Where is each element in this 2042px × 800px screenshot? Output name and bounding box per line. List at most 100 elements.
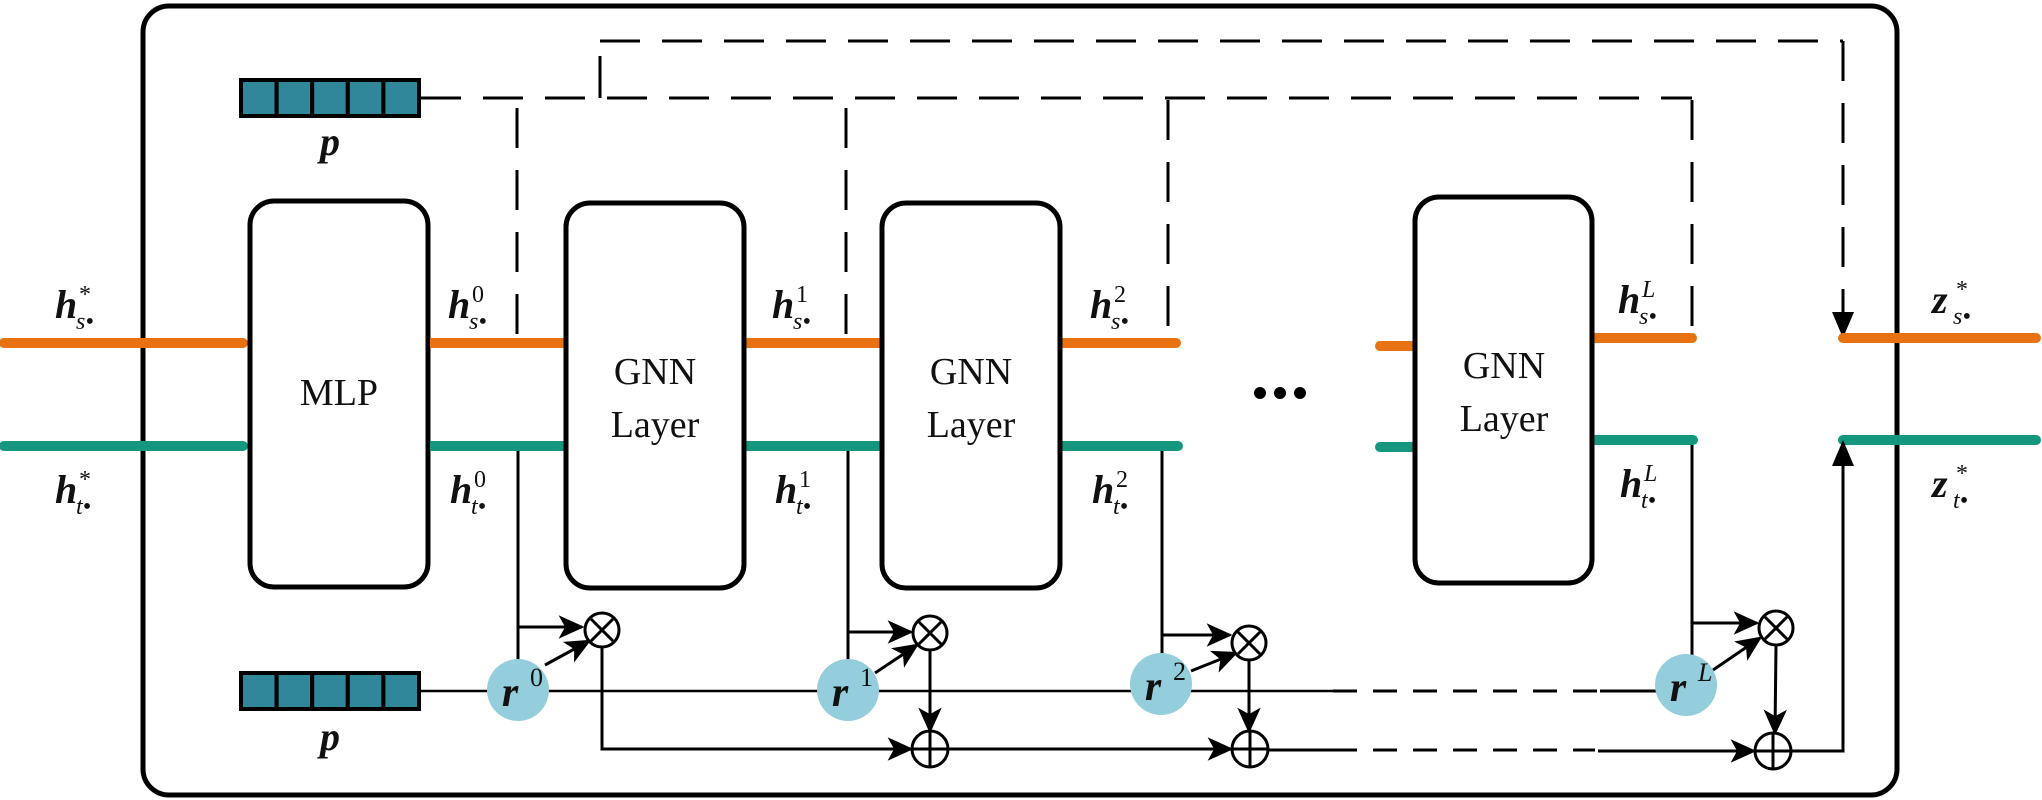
hidden-source-label-1: hs•1 [772, 282, 811, 335]
hidden-target-label-L-superscript: L [1643, 461, 1657, 487]
relation-node-label: r [1145, 664, 1162, 710]
prompt-vector-top-cell [274, 78, 315, 118]
r1-to-mul [874, 643, 920, 675]
multiply-operator-icon: ⊗ [1757, 609, 1795, 647]
hidden-source-label-1-superscript: 1 [796, 282, 808, 308]
relation-node-superscript: L [1697, 658, 1712, 687]
hidden-source-label-2-main: h [1090, 282, 1112, 327]
hidden-source-label-L-superscript: L [1641, 277, 1655, 303]
prompt-label-top: p [317, 119, 340, 164]
input-target-label-main: h [55, 467, 77, 512]
relation-node-circle [487, 659, 549, 721]
hidden-source-label-2-superscript: 2 [1114, 282, 1126, 308]
relation-node-superscript: 0 [530, 663, 543, 692]
add-operator-icon: ⊕ [910, 729, 950, 769]
hidden-source-label-L: hs•L [1618, 277, 1657, 330]
add-operator-icon: ⊕ [1230, 729, 1270, 769]
r2-to-mul [1190, 650, 1239, 673]
output-target-label-main: z [1930, 461, 1948, 506]
r0-to-mul [544, 639, 592, 667]
multiply-operator-icon: ⊗ [911, 614, 949, 652]
hidden-source-label-0: hs•0 [448, 282, 487, 335]
gnn-layer-L-label-line2: Layer [1460, 398, 1549, 440]
hidden-target-label-2-subscript: t• [1113, 494, 1128, 520]
relation-node-circle [1130, 653, 1192, 715]
prompt-vector-top-cell [381, 78, 421, 118]
output-target-label-superscript: * [1956, 461, 1968, 487]
multiply-operator-icon: ⊗ [1230, 624, 1268, 662]
prompt-vector-bottom-cell [239, 671, 279, 711]
hidden-target-label-0-superscript: 0 [474, 467, 486, 493]
output-source-label-main: z [1930, 277, 1948, 322]
hidden-source-label-0-superscript: 0 [472, 282, 484, 308]
relation-node-superscript: 2 [1173, 657, 1186, 686]
mulL-to-addL [1763, 645, 1787, 736]
hidden-source-label-1-subscript: s• [793, 309, 811, 335]
gnn-layer-2-block [879, 200, 1063, 591]
gnn-layer-1-label-line2: Layer [611, 404, 700, 446]
prompt-vector-top [239, 78, 421, 118]
hidden-target-label-L-main: h [1620, 461, 1642, 506]
hidden-source-label-2: hs•2 [1090, 282, 1129, 335]
output-source-label-subscript: s• [1953, 304, 1971, 330]
hidden-target-label-L: ht•L [1620, 461, 1657, 514]
hidden-target-label-1-subscript: t• [796, 494, 811, 520]
arrowhead-to-z-source [1832, 312, 1854, 338]
hidden-source-label-0-subscript: s• [469, 309, 487, 335]
gnn-layer-2-label-line2: Layer [927, 404, 1016, 446]
input-source-label-superscript: * [79, 282, 91, 308]
hidden-source-label-0-main: h [448, 282, 470, 327]
hidden-target-label-0: ht•0 [450, 467, 486, 520]
hidden-source-label-L-main: h [1618, 277, 1640, 322]
rL-to-mul [1712, 636, 1763, 672]
ellipsis-icon [1254, 387, 1306, 399]
mlp-block [247, 198, 431, 590]
hidden-target-label-0-subscript: t• [471, 494, 486, 520]
input-source-label-subscript: s• [76, 309, 94, 335]
input-target-label-superscript: * [79, 467, 91, 493]
relation-node-circle [1655, 654, 1717, 716]
hidden-target-label-1-main: h [775, 467, 797, 512]
gnn-layer-1-label-line1: GNN [614, 351, 696, 393]
add-operator-icon: ⊕ [1753, 731, 1793, 771]
hidden-target-label-2: ht•2 [1092, 467, 1128, 520]
multiply-operator-icon: ⊗ [583, 611, 621, 649]
prompt-vector-bottom [239, 671, 421, 711]
addL-to-z-target [1792, 448, 1845, 753]
hidden-target-label-1: ht•1 [775, 467, 811, 520]
prompt-label-bottom: p [317, 714, 340, 759]
gnn-layer-L-block [1412, 194, 1595, 586]
prompt-vector-top-cell [239, 78, 279, 118]
gnn-layer-1-block [563, 200, 747, 591]
hidden-target-label-2-main: h [1092, 467, 1114, 512]
hidden-source-label-1-main: h [772, 282, 794, 327]
hidden-target-label-2-superscript: 2 [1116, 467, 1128, 493]
hidden-target-label-1-superscript: 1 [799, 467, 811, 493]
gnn-layer-2-label-line1: GNN [930, 351, 1012, 393]
prompt-vector-bottom-cell [310, 671, 350, 711]
relation-node-label: r [502, 670, 519, 716]
hidden-target-label-0-main: h [450, 467, 472, 512]
input-source-label: hs•* [55, 282, 94, 335]
input-target-label-subscript: t• [76, 494, 91, 520]
arrowhead-to-z-target [1832, 440, 1854, 466]
output-target-label-subscript: t• [1953, 488, 1968, 514]
relation-node-label: r [1670, 665, 1687, 711]
relation-node-label: r [832, 670, 849, 716]
hidden-source-label-L-subscript: s• [1639, 304, 1657, 330]
prompt-vector-top-cell [310, 78, 350, 118]
outer-container [140, 3, 1900, 798]
prompt-vector-bottom-cell [274, 671, 315, 711]
mlp-label: MLP [300, 372, 378, 414]
relation-node-superscript: 1 [860, 663, 873, 692]
output-source-label-superscript: * [1956, 277, 1968, 303]
prompt-vector-bottom-cell [381, 671, 421, 711]
relation-node-circle [817, 659, 879, 721]
input-source-label-main: h [55, 282, 77, 327]
